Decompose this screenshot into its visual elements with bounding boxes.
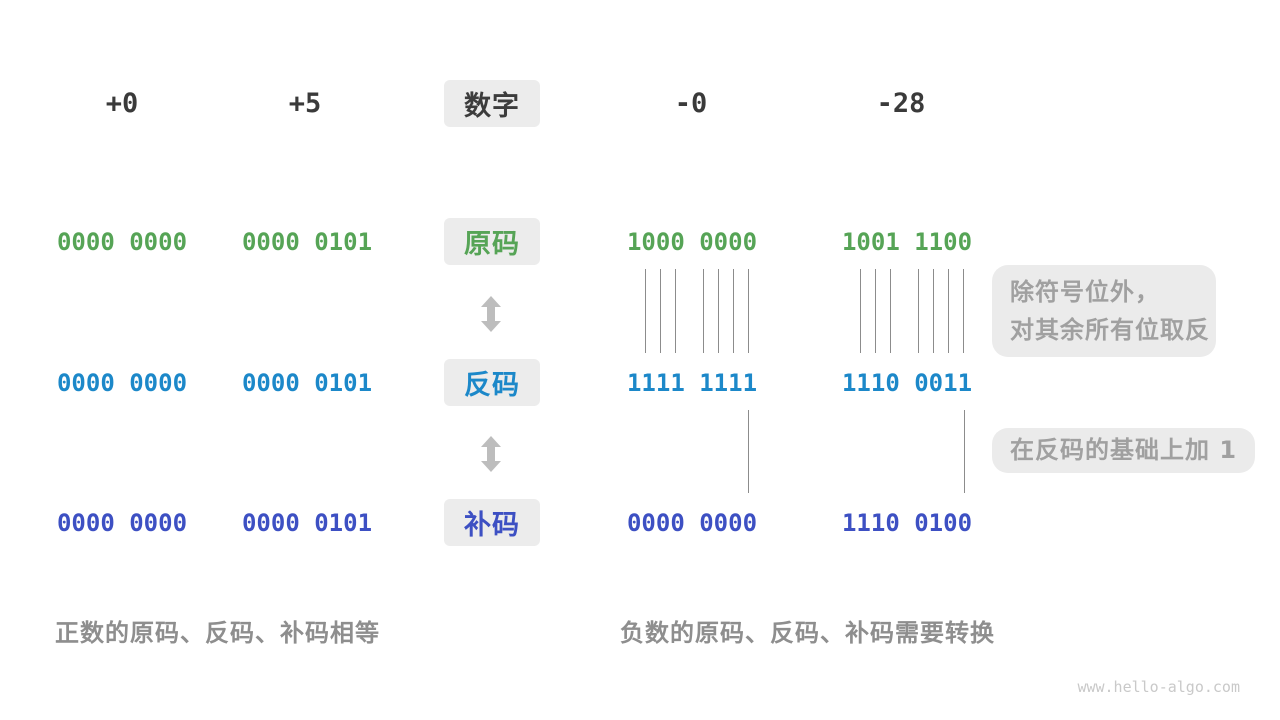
sign-code-plus5: 0000 0101 xyxy=(241,228,373,256)
site-watermark: www.hello-algo.com xyxy=(1077,678,1240,696)
bit-connector-lines-minus28 xyxy=(832,269,982,353)
number-header-minus0: -0 xyxy=(674,88,708,119)
ones-complement-plus5: 0000 0101 xyxy=(241,369,373,397)
ones-complement-minus28: 1110 0011 xyxy=(841,369,973,397)
twos-complement-plus5: 0000 0101 xyxy=(241,509,373,537)
sign-code-minus0: 1000 0000 xyxy=(626,228,758,256)
caption-positive-numbers: 正数的原码、反码、补码相等 xyxy=(55,619,380,647)
note-invert-line2: 对其余所有位取反 xyxy=(1010,316,1210,344)
twos-complement-minus28: 1110 0100 xyxy=(841,509,973,537)
sign-code-label-box: 原码 xyxy=(444,218,540,265)
double-arrow-icon xyxy=(481,436,501,472)
ones-complement-label-box: 反码 xyxy=(444,359,540,406)
note-add-one: 在反码的基础上加 1 xyxy=(992,428,1256,473)
twos-complement-minus0: 0000 0000 xyxy=(626,509,758,537)
carry-connector-line-minus28 xyxy=(964,410,965,493)
number-label-box: 数字 xyxy=(444,80,540,127)
number-header-plus5: +5 xyxy=(288,88,322,119)
note-invert-line1: 除符号位外， xyxy=(1010,278,1160,306)
ones-complement-minus0: 1111 1111 xyxy=(626,369,758,397)
twos-complement-plus0: 0000 0000 xyxy=(56,509,188,537)
sign-code-plus0: 0000 0000 xyxy=(56,228,188,256)
carry-connector-line-minus0 xyxy=(748,410,749,493)
number-header-minus28: -28 xyxy=(876,88,926,119)
double-arrow-icon xyxy=(481,296,501,332)
note-invert-bits: 除符号位外， 对其余所有位取反 xyxy=(992,265,1216,357)
caption-negative-numbers: 负数的原码、反码、补码需要转换 xyxy=(620,619,995,647)
number-header-plus0: +0 xyxy=(105,88,139,119)
ones-complement-plus0: 0000 0000 xyxy=(56,369,188,397)
sign-code-minus28: 1001 1100 xyxy=(841,228,973,256)
twos-complement-label-box: 补码 xyxy=(444,499,540,546)
bit-connector-lines-minus0 xyxy=(617,269,767,353)
